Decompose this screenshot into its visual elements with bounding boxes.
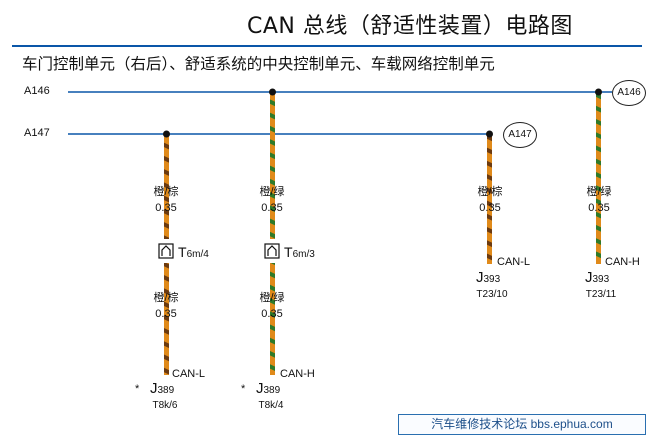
controller-number: 389 bbox=[263, 385, 281, 396]
controller-number: 389 bbox=[157, 385, 175, 396]
wire-color: 橙/绿 bbox=[259, 292, 285, 304]
wire-2-upper-label: 橙/绿 0.35 bbox=[247, 184, 297, 216]
controller-pin-j389-b: T8k/4 bbox=[258, 400, 284, 411]
controller-j393-b: J393 bbox=[585, 269, 609, 286]
forum-watermark: 汽车维修技术论坛 bbs.ephua.com bbox=[398, 414, 646, 435]
wire-2-lower-label: 橙/绿 0.35 bbox=[247, 290, 297, 322]
controller-letter: J bbox=[585, 269, 593, 286]
note-marker-2: * bbox=[241, 383, 246, 395]
controller-number: 393 bbox=[592, 274, 610, 285]
controller-number: 393 bbox=[483, 274, 501, 285]
wire-2-upper bbox=[270, 92, 275, 239]
wire-4 bbox=[596, 92, 601, 264]
controller-letter: J bbox=[256, 380, 264, 397]
connector-name: T bbox=[284, 244, 293, 260]
wire-size: 0.35 bbox=[261, 308, 283, 320]
wire-1-upper-label: 橙/棕 0.35 bbox=[141, 184, 191, 216]
junction-dot-1 bbox=[163, 130, 170, 138]
wire-2-lower bbox=[270, 263, 275, 375]
wire-size: 0.35 bbox=[155, 202, 177, 214]
wire-size: 0.35 bbox=[479, 202, 501, 214]
signal-can-l-2: CAN-L bbox=[497, 256, 531, 268]
ref-circle-a147: A147 bbox=[503, 122, 537, 148]
signal-can-l-1: CAN-L bbox=[172, 368, 206, 380]
page-title: CAN 总线（舒适性装置）电路图 bbox=[247, 14, 573, 39]
wire-color: 橙/棕 bbox=[477, 186, 503, 198]
signal-can-h-2: CAN-H bbox=[605, 256, 640, 268]
controller-j389-b: J389 bbox=[256, 380, 280, 397]
wire-size: 0.35 bbox=[588, 202, 610, 214]
signal-can-h-1: CAN-H bbox=[280, 368, 315, 380]
connector-pin: 6m/4 bbox=[186, 249, 209, 260]
wire-color: 橙/绿 bbox=[259, 186, 285, 198]
controller-letter: J bbox=[150, 380, 158, 397]
connector-symbol-1 bbox=[158, 243, 174, 259]
bus-label-a147: A147 bbox=[24, 127, 50, 139]
connector-label-1: T6m/4 bbox=[178, 244, 209, 260]
wire-1-upper bbox=[164, 134, 169, 239]
controller-letter: J bbox=[476, 269, 484, 286]
wire-3 bbox=[487, 134, 492, 264]
wire-color: 橙/绿 bbox=[586, 186, 612, 198]
page-subtitle: 车门控制单元（右后）、舒适系统的中央控制单元、车载网络控制单元 bbox=[22, 55, 495, 73]
wire-4-label: 橙/绿 0.35 bbox=[574, 184, 624, 216]
junction-dot-3 bbox=[486, 130, 493, 138]
connector-pin: 6m/3 bbox=[292, 249, 315, 260]
controller-pin-j389-a: T8k/6 bbox=[152, 400, 178, 411]
wire-3-label: 橙/棕 0.35 bbox=[465, 184, 515, 216]
connector-symbol-2 bbox=[264, 243, 280, 259]
title-divider bbox=[12, 45, 642, 47]
wire-size: 0.35 bbox=[155, 308, 177, 320]
ref-circle-a146: A146 bbox=[612, 80, 646, 106]
note-marker-1: * bbox=[135, 383, 140, 395]
wire-1-lower bbox=[164, 263, 169, 375]
junction-dot-4 bbox=[595, 88, 602, 96]
controller-pin-j393-b: T23/11 bbox=[585, 289, 617, 300]
connector-name: T bbox=[178, 244, 187, 260]
connector-label-2: T6m/3 bbox=[284, 244, 315, 260]
wire-color: 橙/棕 bbox=[153, 186, 179, 198]
wire-color: 橙/棕 bbox=[153, 292, 179, 304]
junction-dot-2 bbox=[269, 88, 276, 96]
wire-1-lower-label: 橙/棕 0.35 bbox=[141, 290, 191, 322]
wire-size: 0.35 bbox=[261, 202, 283, 214]
controller-j393-a: J393 bbox=[476, 269, 500, 286]
controller-pin-j393-a: T23/10 bbox=[476, 289, 508, 300]
bus-label-a146: A146 bbox=[24, 85, 50, 97]
controller-j389-a: J389 bbox=[150, 380, 174, 397]
